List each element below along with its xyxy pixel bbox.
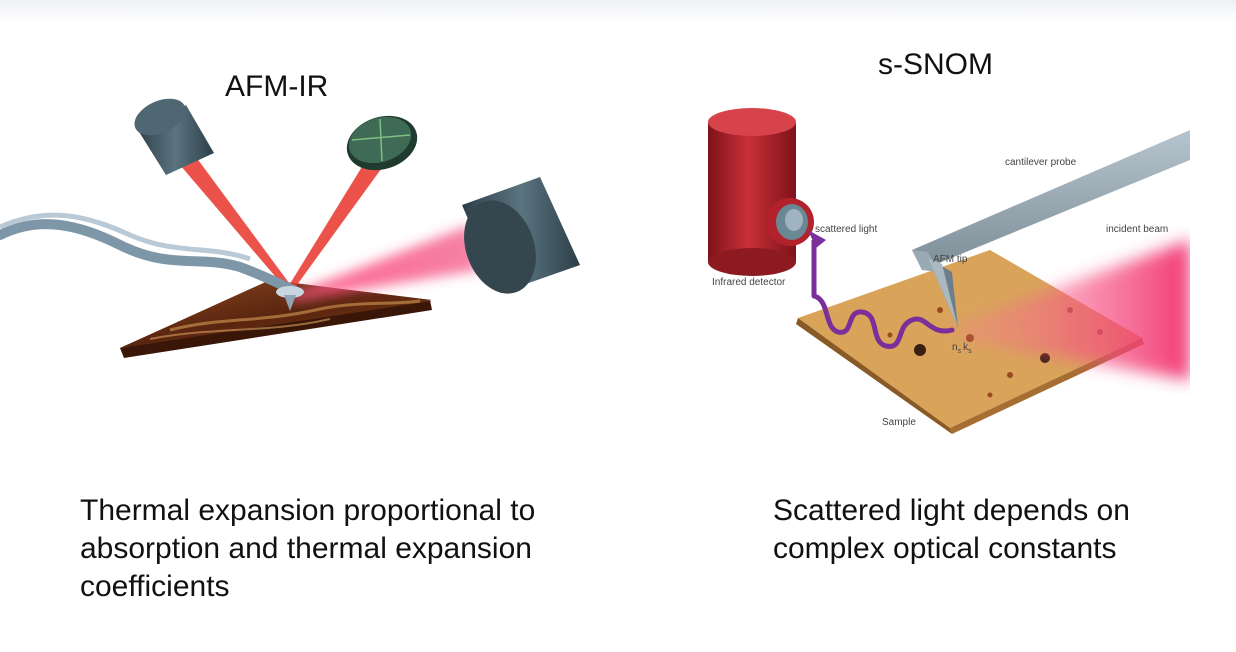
snom-scattered-light-wave: [808, 230, 955, 349]
afm-ir-caption-line-1: Thermal expansion proportional to: [80, 494, 536, 527]
snom-incident-beam: [950, 240, 1190, 380]
afm-laser-source: [134, 98, 214, 175]
label-afm-tip: AFM tip: [933, 254, 968, 265]
afm-laser-beams: [180, 157, 480, 301]
label-k-sub: s: [968, 348, 972, 355]
s-snom-title: s-SNOM: [878, 48, 993, 81]
s-snom-illustration: cantilever probe scattered light inciden…: [708, 108, 1190, 434]
afm-position-detector: [346, 115, 418, 171]
afm-ir-source: [462, 177, 580, 294]
label-k: k: [963, 342, 969, 353]
label-sample: Sample: [882, 417, 916, 428]
label-cantilever-probe: cantilever probe: [1005, 157, 1077, 168]
s-snom-caption-line-1: Scattered light depends on: [773, 494, 1130, 527]
label-incident-beam: incident beam: [1106, 224, 1168, 235]
label-infrared-detector: Infrared detector: [712, 277, 786, 288]
label-n-sub: s: [958, 348, 962, 355]
afm-ir-caption-line-3: coefficients: [80, 570, 230, 603]
s-snom-caption-line-2: complex optical constants: [773, 532, 1117, 565]
afm-ir-title: AFM-IR: [225, 70, 329, 103]
label-scattered-light: scattered light: [815, 224, 877, 235]
snom-infrared-detector: [708, 108, 814, 276]
s-snom-caption: Scattered light depends on complex optic…: [773, 492, 1130, 568]
afm-ir-caption: Thermal expansion proportional to absorp…: [80, 492, 535, 606]
afm-sample-plate: [120, 280, 432, 358]
afm-ir-illustration: [0, 98, 580, 358]
label-n: n: [952, 342, 958, 353]
snom-cantilever: [912, 130, 1190, 328]
top-band: [0, 0, 1236, 22]
afm-ir-caption-line-2: absorption and thermal expansion: [80, 532, 532, 565]
afm-cantilever: [0, 212, 304, 311]
